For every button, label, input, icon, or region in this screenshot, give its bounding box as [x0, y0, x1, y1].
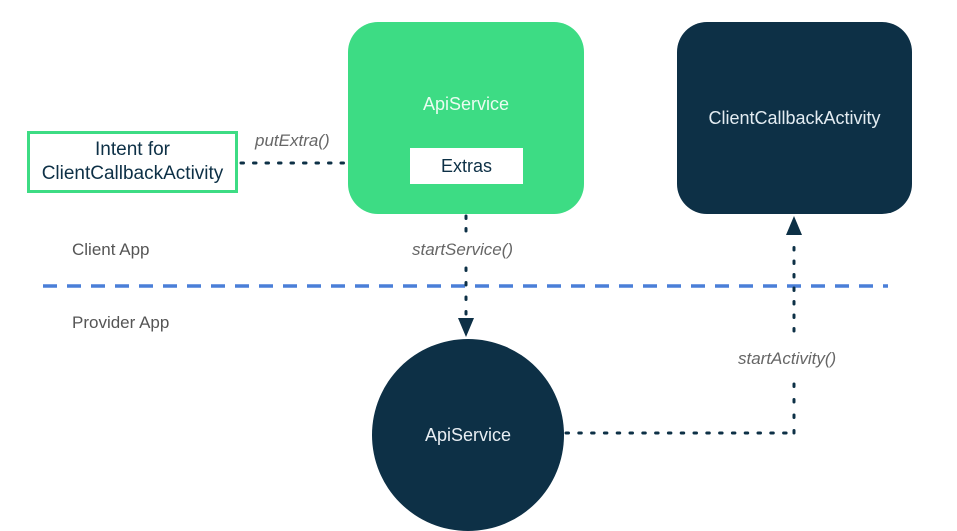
start-activity-label: startActivity() — [738, 349, 837, 368]
intent-node: Intent for ClientCallbackActivity — [27, 131, 238, 193]
intent-label-line1: Intent for — [95, 139, 170, 160]
client-app-region-label: Client App — [72, 240, 150, 259]
client-callback-activity-label: ClientCallbackActivity — [708, 107, 881, 128]
client-callback-activity-node: ClientCallbackActivity — [677, 22, 912, 214]
provider-app-region-label: Provider App — [72, 313, 170, 332]
start-activity-arrowhead — [786, 216, 802, 235]
start-service-arrowhead — [458, 318, 474, 337]
extras-box: Extras — [410, 148, 523, 184]
provider-api-service-label: ApiService — [424, 424, 512, 445]
intent-label-line2: ClientCallbackActivity — [41, 163, 224, 184]
put-extra-label: putExtra() — [255, 131, 330, 150]
client-api-service-node: ApiService Extras — [348, 22, 584, 214]
extras-label: Extras — [440, 155, 492, 176]
provider-api-service-node: ApiService — [372, 339, 564, 531]
start-service-label: startService() — [412, 240, 514, 259]
client-api-service-label: ApiService — [422, 94, 510, 114]
